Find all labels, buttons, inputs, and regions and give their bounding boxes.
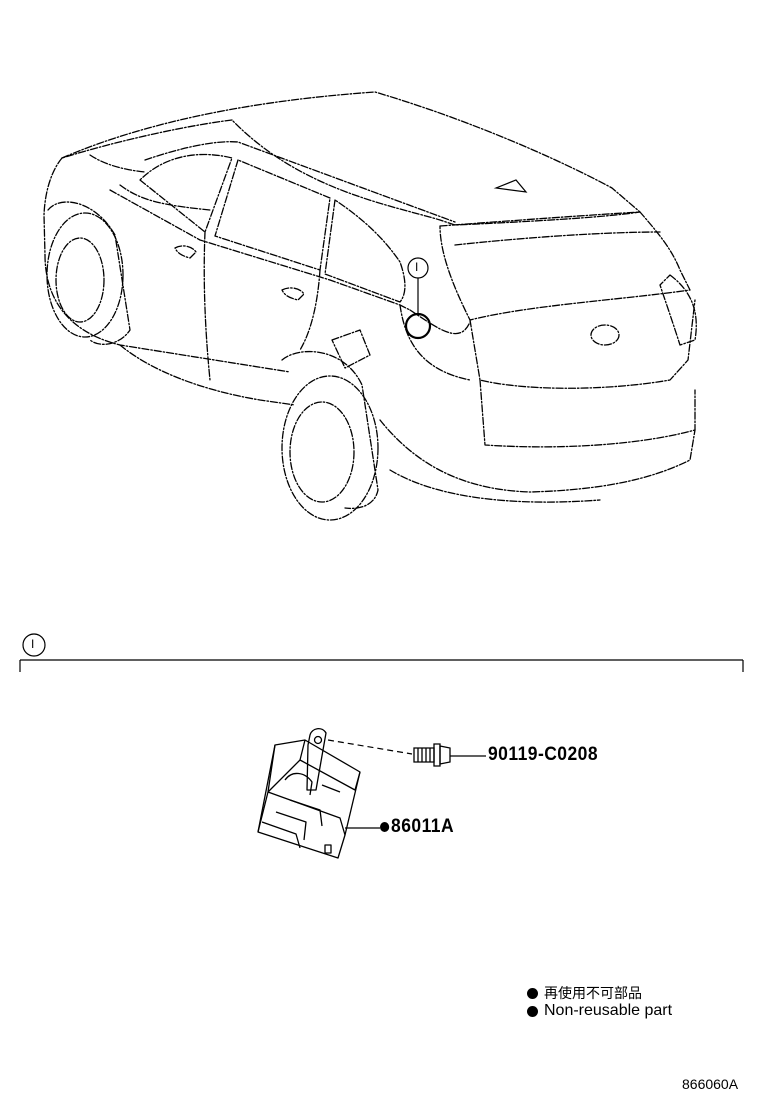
section-bracket: [19, 633, 744, 672]
bolt-illustration: [413, 743, 451, 767]
non-reusable-dot-icon: [380, 821, 390, 832]
leader-line-bolt: [327, 739, 413, 755]
relay-module-illustration: [257, 728, 361, 859]
legend-dot-icon: [527, 987, 538, 999]
legend-text-ja: 再使用不可部品: [544, 986, 642, 1002]
callout-marker-top: [404, 257, 432, 340]
diagram-reference: 866060A: [682, 1076, 739, 1092]
legend-text-en: Non-reusable part: [544, 1002, 673, 1019]
module-part-number-text: 86011A: [391, 816, 455, 837]
roof-marker-icon: [493, 179, 528, 193]
legend-dot-icon: [527, 1005, 538, 1017]
legend-row-en: Non-reusable part: [527, 1002, 672, 1020]
callout-label-section: I: [31, 637, 35, 651]
callout-label-top: I: [415, 260, 419, 274]
vehicle-illustration: [43, 91, 697, 521]
module-part-number[interactable]: 86011A: [380, 816, 454, 838]
legend-row-ja: 再使用不可部品: [527, 983, 642, 1003]
bolt-part-number[interactable]: 90119-C0208: [488, 744, 599, 765]
